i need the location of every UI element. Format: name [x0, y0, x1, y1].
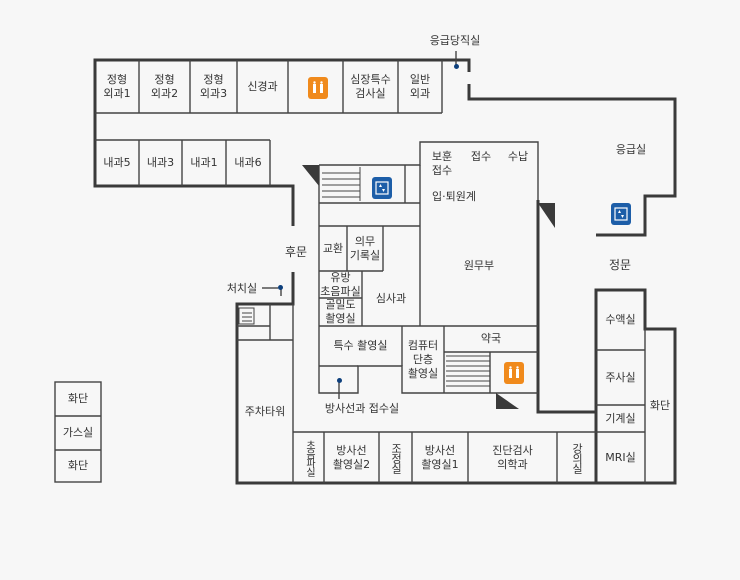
stairs-icon	[322, 167, 490, 387]
pointer-dot	[278, 285, 283, 290]
room-ct[interactable]: 컴퓨터 단층 촬영실	[407, 338, 439, 380]
restroom-icon	[504, 362, 524, 384]
parking-entry-icon	[238, 307, 255, 325]
room-mri[interactable]: MRI실	[605, 450, 636, 464]
room-internal3[interactable]: 내과3	[146, 156, 175, 169]
room-cardiac-test[interactable]: 심장특수 검사실	[350, 72, 391, 100]
ramp-markers	[302, 165, 555, 409]
room-internal5[interactable]: 내과5	[103, 156, 131, 169]
flower-bed-left-bottom: 화단	[67, 459, 89, 472]
room-ortho2[interactable]: 정형 외과2	[150, 72, 179, 100]
room-ortho3[interactable]: 정형 외과3	[199, 72, 228, 100]
room-exchange[interactable]: 교환	[322, 241, 344, 255]
payment-label: 수납	[507, 150, 529, 163]
room-bone-density[interactable]: 골밀도 촬영실	[325, 298, 356, 325]
room-emergency[interactable]: 응급실	[615, 143, 647, 156]
emergency-duty-label: 응급당직실	[429, 34, 481, 47]
room-records[interactable]: 의무 기록실	[349, 234, 381, 262]
room-xray1[interactable]: 방사선 촬영실1	[421, 443, 459, 471]
room-review[interactable]: 심사과	[375, 291, 407, 305]
room-internal6[interactable]: 내과6	[234, 156, 262, 169]
reception-label: 접수	[470, 150, 492, 163]
radiology-reception-label: 방사선과 접수실	[324, 402, 400, 415]
pointer-dot	[337, 378, 342, 383]
room-lecture[interactable]: 강의실	[570, 442, 584, 473]
thin-walls	[54, 51, 646, 483]
room-infusion[interactable]: 수액실	[605, 313, 636, 326]
parking-tower[interactable]: 주차타워	[244, 404, 286, 418]
restroom-glyph	[509, 366, 519, 378]
veterans-reception-label: 보훈 접수	[431, 150, 453, 177]
flower-bed-left-top: 화단	[67, 392, 89, 405]
room-admin[interactable]: 원무부	[463, 259, 495, 272]
room-control[interactable]: 조정실	[389, 442, 403, 473]
pointer-dot	[454, 64, 459, 69]
room-special-imaging[interactable]: 특수 촬영실	[333, 339, 388, 352]
gas-room[interactable]: 가스실	[62, 426, 94, 439]
room-pharmacy[interactable]: 약국	[480, 332, 502, 345]
room-general-surgery[interactable]: 일반 외과	[409, 72, 431, 100]
room-machine[interactable]: 기계실	[605, 411, 636, 425]
room-ortho1[interactable]: 정형 외과1	[103, 72, 131, 100]
elevator-glyph	[375, 181, 389, 195]
admission-label: 입·퇴원계	[432, 190, 476, 203]
flower-bed-right: 화단	[649, 399, 671, 412]
elevator-icon	[611, 203, 631, 225]
room-injection[interactable]: 주사실	[605, 370, 636, 384]
elevator-icon	[372, 177, 392, 199]
back-gate-label: 후문	[284, 245, 308, 259]
elevator-glyph	[614, 207, 628, 221]
thick-walls	[93, 58, 677, 485]
room-breast-ultrasound[interactable]: 유방 초음파실	[320, 270, 361, 298]
room-internal1[interactable]: 내과1	[190, 156, 218, 169]
room-lab-medicine[interactable]: 진단검사 의학과	[492, 443, 533, 471]
room-neurology[interactable]: 신경과	[247, 79, 278, 93]
main-gate-label: 정문	[608, 258, 632, 272]
restroom-glyph	[313, 81, 323, 93]
restroom-icon	[308, 77, 328, 99]
treatment-room-label: 처치실	[226, 282, 258, 295]
room-xray2[interactable]: 방사선 촬영실2	[332, 443, 371, 471]
room-ultrasound[interactable]: 초음파실	[303, 439, 315, 476]
